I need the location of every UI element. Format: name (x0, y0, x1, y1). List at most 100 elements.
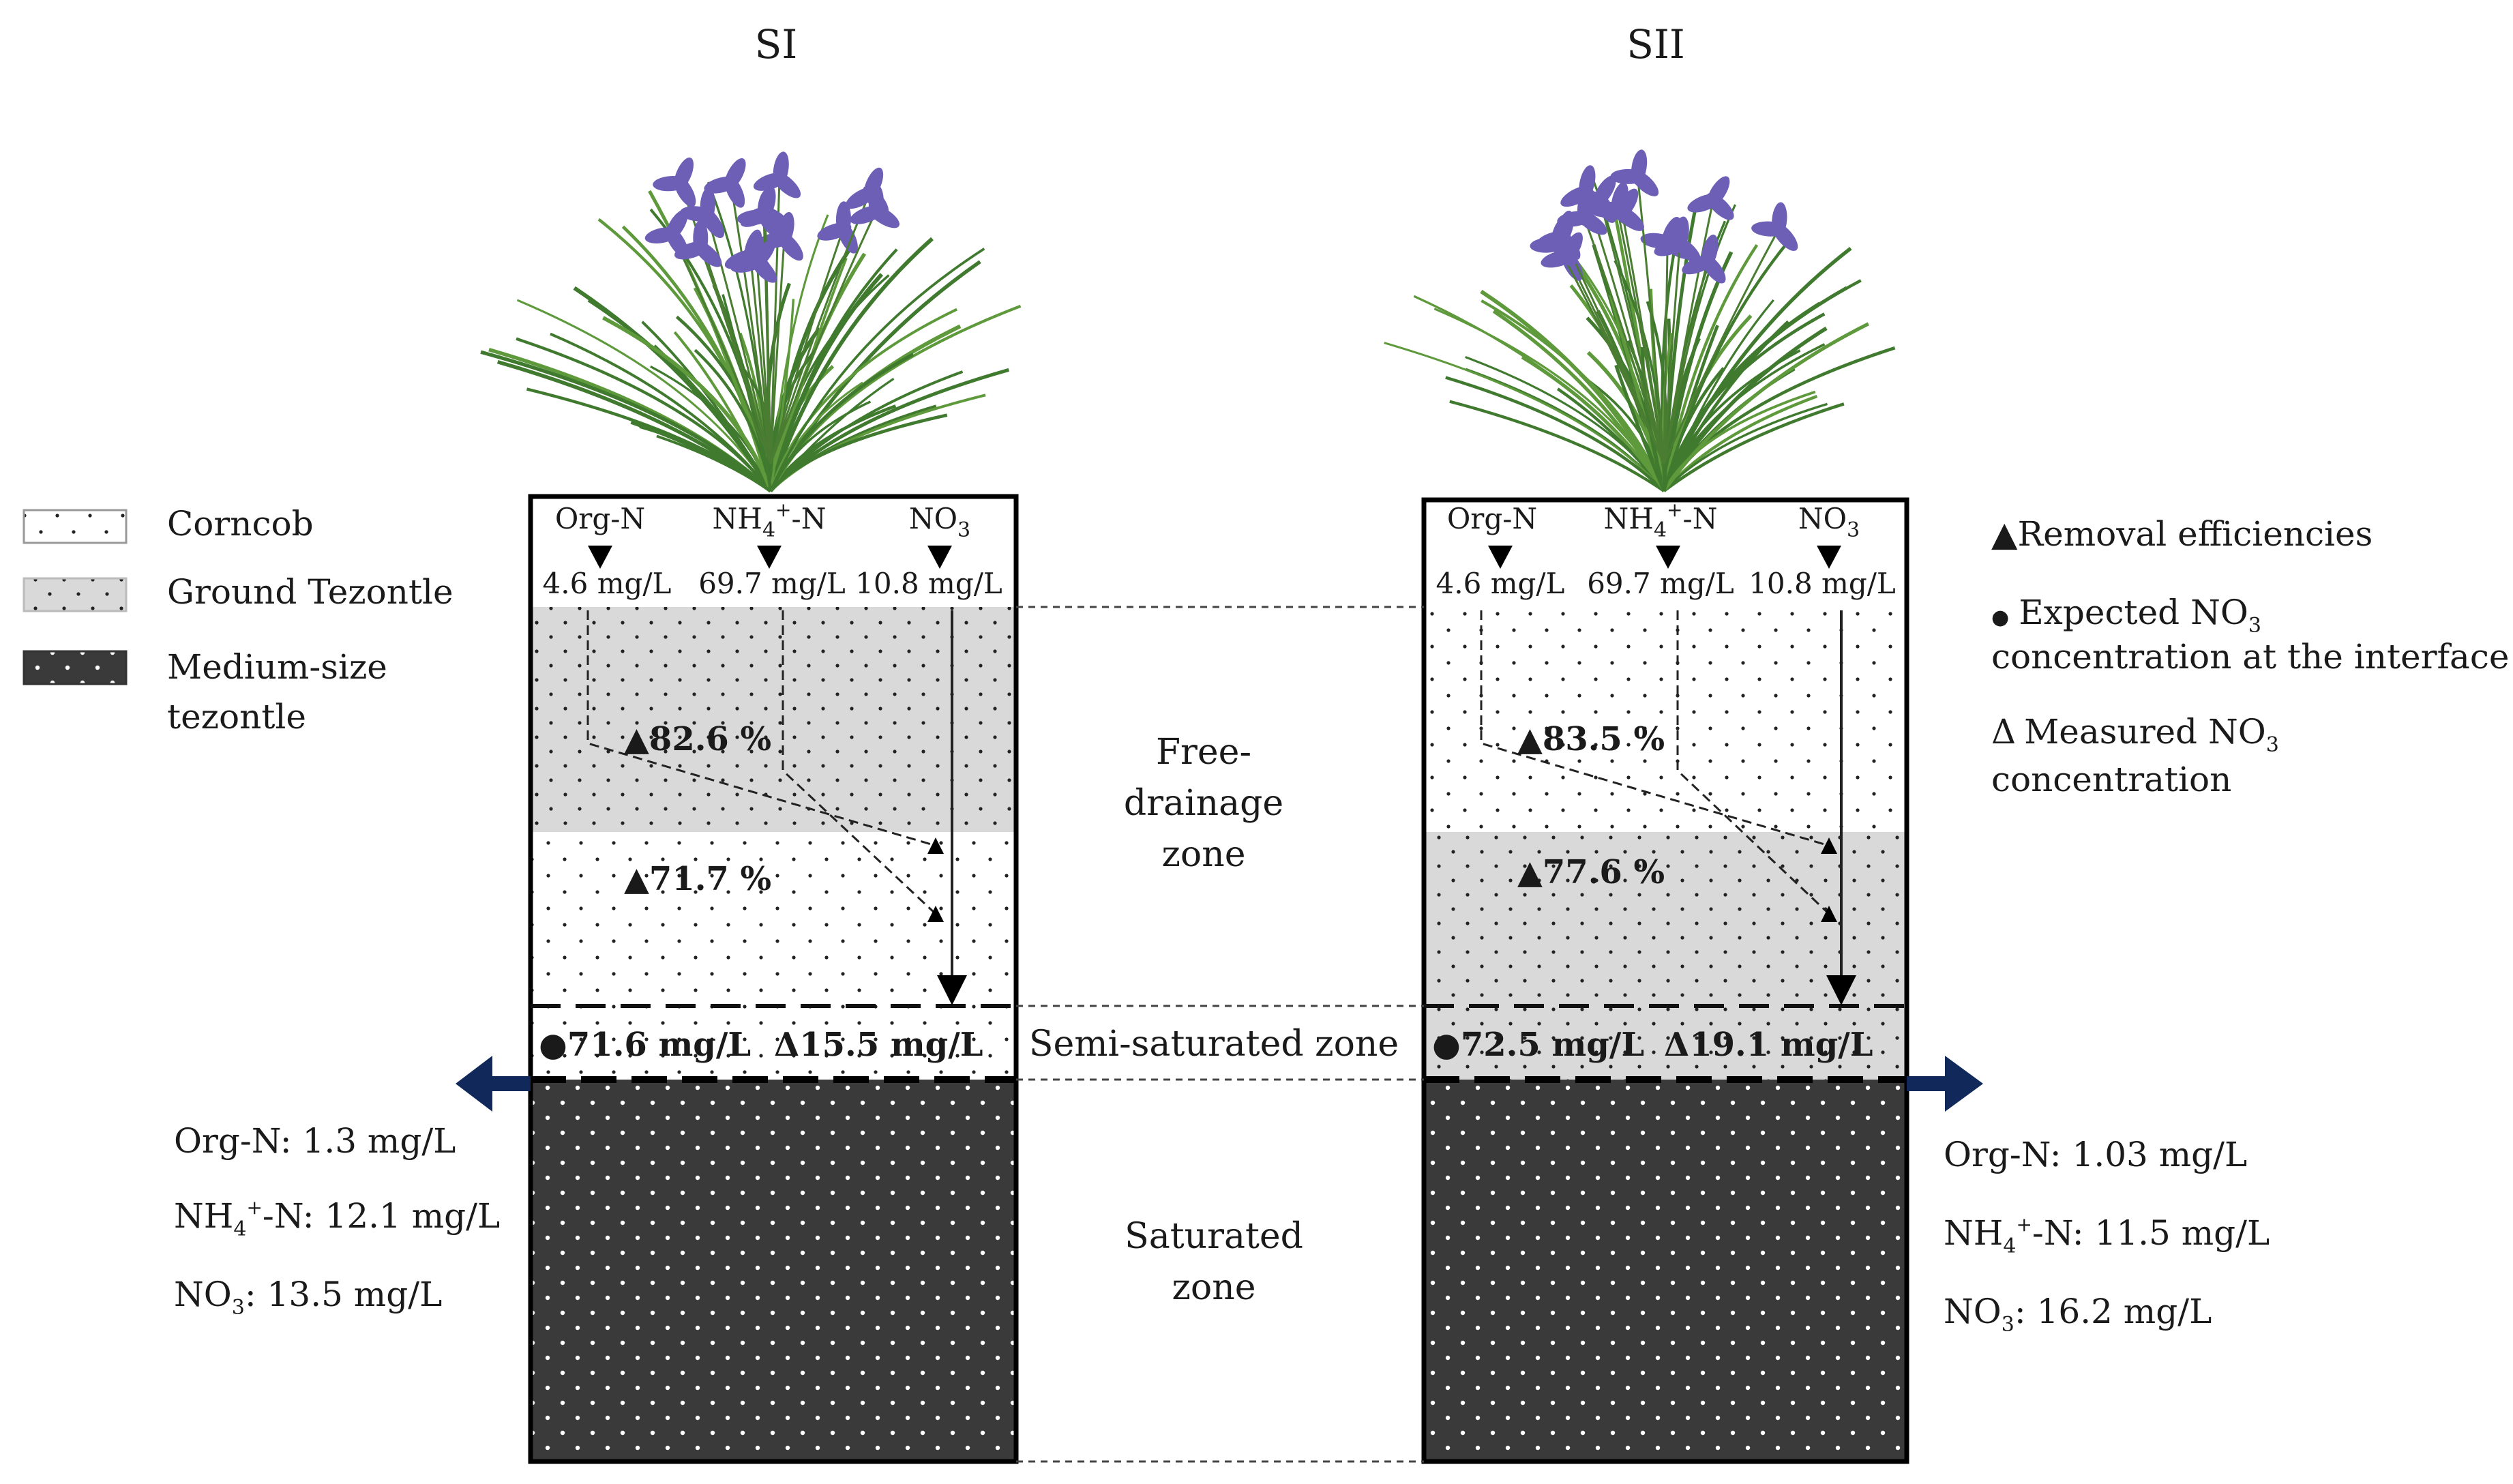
column-si: Org-N NH4+-N NO3 4.6 mg/L 69.7 mg/L 10.8… (528, 494, 1019, 1464)
layer-interface (531, 1006, 1016, 1080)
flower-petal (845, 186, 878, 209)
input-value-no3: 10.8 mg/L (1749, 567, 1896, 600)
leaf (1481, 299, 1665, 492)
flower-petal (850, 205, 884, 224)
input-arrow-icon (588, 546, 612, 569)
flower-petal (704, 176, 739, 194)
leaf (516, 337, 772, 492)
flower-stem (670, 233, 772, 464)
input-arrow-icon (757, 546, 782, 569)
flower-petal (753, 173, 788, 191)
measured-no3-value: Δ15.5 mg/L (774, 1026, 983, 1064)
input-label-no3: NO3 (1798, 502, 1860, 542)
system-title-sii: SII (1626, 21, 1685, 68)
zone-label-saturated-2: zone (1172, 1267, 1256, 1308)
flower-stem (1663, 199, 1714, 464)
layer-corncob (1424, 607, 1907, 832)
flower-stem (1663, 243, 1681, 464)
flower-petal (1610, 168, 1646, 184)
leaf (769, 413, 948, 492)
triangle-icon (1821, 906, 1837, 922)
leaf (1445, 376, 1665, 492)
flower-petal (1687, 194, 1721, 213)
leaf (769, 237, 934, 492)
legend-label-ground-tezontle: Ground Tezontle (167, 572, 453, 612)
flower-petal (644, 227, 680, 243)
input-value-nh4: 69.7 mg/L (1587, 567, 1734, 600)
expected-no3-value: ●72.5 mg/L (1432, 1026, 1644, 1064)
flower-stem (1663, 228, 1780, 464)
flower-petal (1557, 211, 1592, 227)
leaf (1413, 295, 1665, 492)
flower-petal (1682, 255, 1716, 275)
legend-swatch-corncob (23, 509, 128, 544)
leaf (769, 248, 985, 492)
flower-petal (730, 255, 765, 273)
note-expected-no3-2: concentration at the interface (1991, 637, 2509, 677)
flower-stem (729, 182, 772, 464)
leaf (1614, 364, 1666, 492)
note-removal-efficiencies: ▲Removal efficiencies (1991, 514, 2373, 554)
output-arrow-icon (1826, 975, 1856, 1005)
expected-no3-value: ●71.6 mg/L (539, 1026, 751, 1064)
effluent-value-org-n: Org-N: 1.03 mg/L (1944, 1135, 2247, 1174)
flower-stem (1598, 198, 1665, 464)
leaf (1662, 247, 1852, 492)
plant-illustration (480, 151, 1022, 493)
flower-petal (1594, 204, 1631, 220)
system-title-si: SI (755, 21, 798, 68)
legend-label-medium-tezontle-1: Medium-size (167, 647, 387, 687)
zone-label-free-drainage-3: zone (1162, 834, 1246, 875)
input-arrow-icon (1817, 546, 1841, 569)
flower-petal (817, 222, 852, 241)
zone-label-free-drainage-1: Free- (1156, 732, 1251, 773)
removal-efficiency-upper: ▲83.5 % (1517, 720, 1665, 758)
leaf (1663, 390, 1816, 492)
input-label-org-n: Org-N (1447, 502, 1537, 535)
legend-swatch-ground-tezontle (23, 577, 128, 612)
note-measured-no3-2: concentration (1991, 760, 2231, 799)
effluent-value-nh4: NH4+-N: 12.1 mg/L (174, 1196, 500, 1241)
zone-connectors (1016, 606, 1424, 1463)
input-value-org-n: 4.6 mg/L (543, 567, 672, 600)
flower-stem (1636, 176, 1665, 464)
input-label-nh4: NH4+-N (713, 499, 827, 542)
triangle-icon (1821, 837, 1837, 854)
leaf (769, 248, 898, 492)
flow-line (1676, 610, 1830, 915)
leaf (1449, 400, 1665, 492)
input-label-nh4: NH4+-N (1604, 499, 1718, 542)
effluent-value-org-n: Org-N: 1.3 mg/L (174, 1121, 456, 1161)
triangle-icon (927, 906, 944, 922)
removal-efficiency-lower: ▲71.7 % (624, 860, 771, 898)
leaf (1384, 342, 1665, 492)
flower-petal (1751, 221, 1787, 237)
input-value-org-n: 4.6 mg/L (1436, 567, 1565, 600)
input-value-nh4: 69.7 mg/L (698, 567, 846, 600)
plant-illustration (1384, 149, 1896, 492)
layer-medium-tezontle (531, 1080, 1016, 1461)
flower-stem (769, 192, 871, 464)
triangle-icon (927, 837, 944, 854)
input-arrow-icon (1656, 546, 1680, 569)
leaf (1662, 239, 1790, 492)
flower-stem (1621, 212, 1665, 464)
column-sii: Org-N NH4+-N NO3 4.6 mg/L 69.7 mg/L 10.8… (1421, 497, 1909, 1464)
flower-stem (769, 211, 877, 464)
note-expected-no3-1: ●Expected NO3 (1991, 593, 2261, 638)
flower-stem (1562, 237, 1665, 464)
leaf (1663, 402, 1845, 492)
output-arrow-icon (937, 975, 967, 1005)
flower-stem (1556, 244, 1665, 464)
flower-stem (769, 239, 786, 464)
legend-swatch-medium-tezontle (23, 650, 128, 685)
removal-efficiency-upper: ▲82.6 % (624, 720, 771, 758)
input-label-no3: NO3 (909, 502, 970, 542)
zone-label-free-drainage-2: drainage (1124, 783, 1283, 824)
flower-stem (756, 261, 772, 464)
leaf (769, 370, 964, 492)
flower-stem (706, 214, 772, 464)
flower-petal (1530, 237, 1566, 253)
flower-stem (699, 247, 772, 464)
